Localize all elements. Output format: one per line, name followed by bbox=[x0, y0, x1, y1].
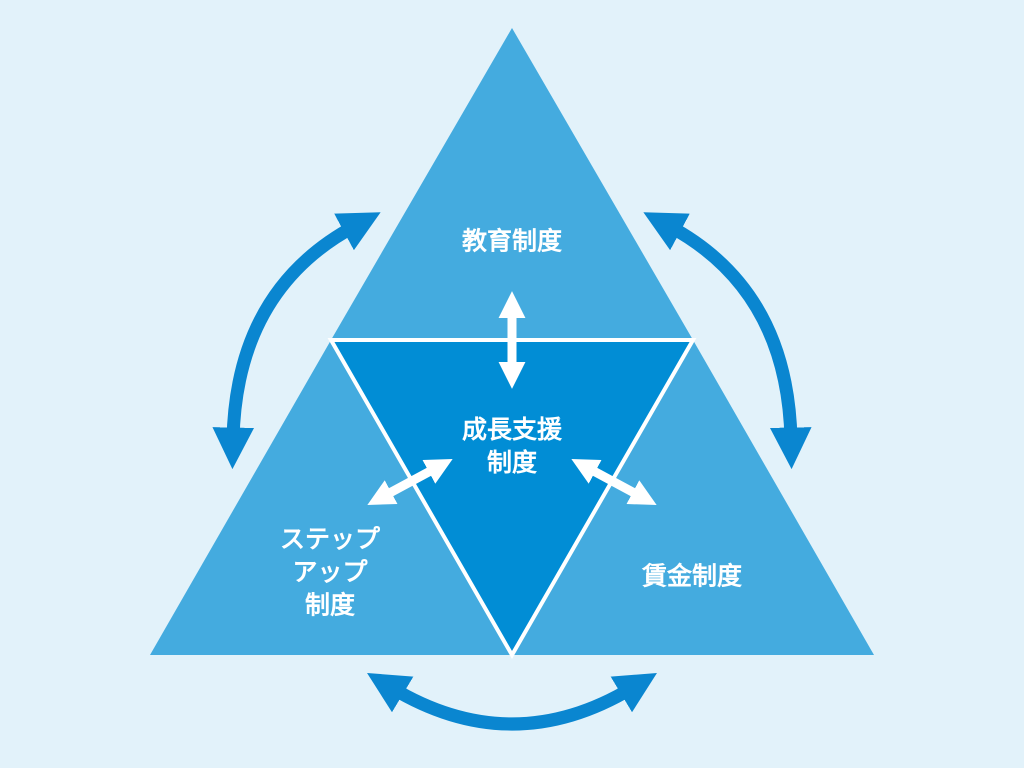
inner-arrow-center-left bbox=[367, 459, 453, 505]
label-education-system: 教育制度 bbox=[462, 225, 562, 258]
top-triangle bbox=[331, 28, 693, 340]
cycle-arrow-top-left bbox=[212, 212, 381, 470]
cycle-arrow-top-right bbox=[643, 212, 812, 470]
label-line: 成長支援 bbox=[461, 415, 563, 444]
left-triangle bbox=[150, 340, 512, 655]
label-line: 制度 bbox=[304, 590, 356, 620]
label-wage-system: 賃金制度 bbox=[642, 560, 742, 593]
label-step-up-system: ステップ アップ 制度 bbox=[280, 523, 380, 622]
label-growth-support-system: 成長支援 制度 bbox=[462, 413, 562, 479]
label-line: ステップ bbox=[279, 524, 381, 554]
cycle-arrow-bottom bbox=[367, 673, 657, 731]
label-line: 賃金制度 bbox=[641, 561, 743, 591]
right-triangle bbox=[512, 340, 874, 655]
label-line: アップ bbox=[292, 557, 368, 587]
label-line: 教育制度 bbox=[461, 226, 563, 256]
inner-arrow-center-right bbox=[571, 459, 657, 505]
label-line: 制度 bbox=[486, 448, 538, 477]
